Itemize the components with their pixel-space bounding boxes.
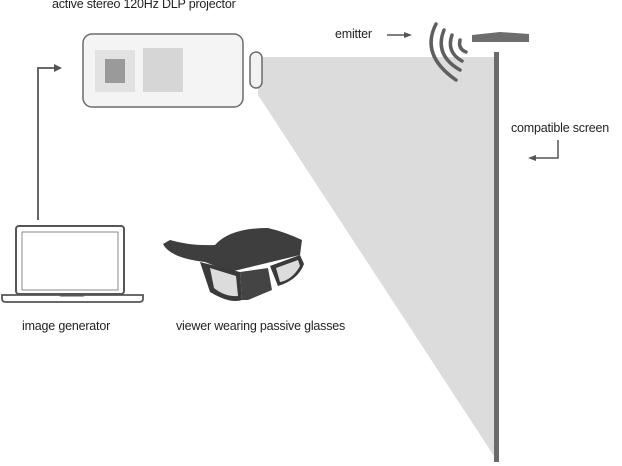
projection-beam (258, 57, 494, 456)
arrowhead-icon (404, 32, 412, 38)
3d-glasses-icon (163, 228, 304, 301)
signal-arrow (37, 67, 56, 220)
projector-label: active stereo 120Hz DLP projector (52, 0, 236, 11)
glasses-label: viewer wearing passive glasses (176, 319, 346, 333)
screen-icon (494, 52, 499, 462)
emitter-label: emitter (335, 27, 372, 41)
arrowhead-icon (54, 64, 62, 72)
projector-icon (82, 33, 263, 108)
screen-arrow (534, 140, 559, 159)
laptop-icon (1, 225, 144, 303)
emitter-waves-icon (429, 22, 468, 82)
screen-label: compatible screen (511, 121, 610, 135)
image-generator-label: image generator (22, 319, 111, 333)
emitter-icon (472, 32, 529, 42)
arrowhead-icon (528, 155, 536, 161)
